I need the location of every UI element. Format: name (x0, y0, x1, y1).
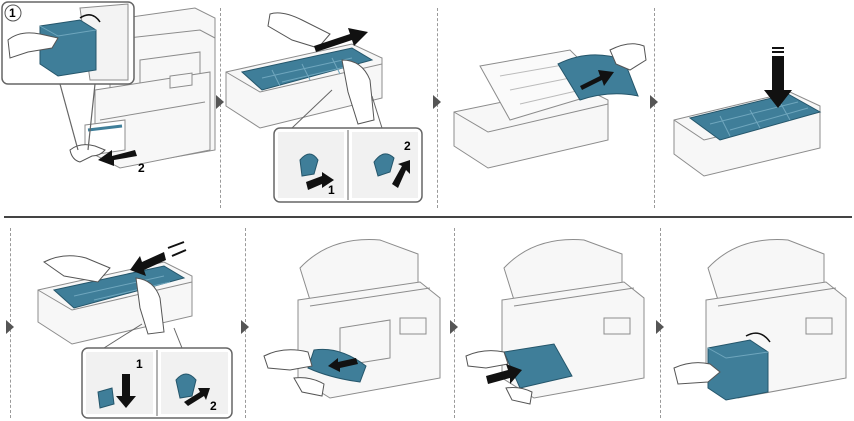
arrow-icon (392, 160, 410, 188)
arrow-icon (98, 150, 137, 166)
printer-icon (501, 239, 645, 399)
right-triangle-icon (650, 95, 658, 109)
arrow-icon (116, 374, 136, 408)
step-2-panel: 1 2 (225, 12, 423, 203)
step-number-1: 1 (9, 6, 16, 20)
arrow-icon (130, 252, 166, 276)
hand-icon (341, 59, 375, 125)
hand-icon (673, 362, 721, 385)
arrow-icon (314, 28, 368, 52)
right-triangle-icon (656, 320, 664, 334)
arrow-icon (486, 364, 522, 384)
step-number-2: 2 (404, 139, 411, 153)
step-number-1: 1 (328, 183, 335, 197)
step-7-panel (465, 239, 645, 405)
right-triangle-icon (433, 95, 441, 109)
hand-icon (135, 277, 165, 335)
arrow-icon (764, 56, 792, 108)
step-number-2: 2 (210, 399, 217, 413)
arrow-icon (580, 70, 614, 90)
right-triangle-icon (6, 320, 14, 334)
arrow-icon (306, 172, 334, 190)
toner-cartridge-icon (707, 339, 769, 401)
step-6-panel (263, 239, 441, 399)
cartridge-callout: 1 (1, 1, 135, 151)
step-1-panel: 2 1 (1, 1, 216, 175)
step-3-panel (453, 43, 647, 169)
hand-icon (69, 144, 106, 163)
hand-icon (609, 43, 647, 71)
hand-icon (465, 350, 509, 369)
right-triangle-icon (216, 95, 224, 109)
step-number-2: 2 (138, 161, 145, 175)
hand-icon (505, 387, 533, 405)
row-divider (4, 216, 852, 218)
step-4-panel (673, 47, 822, 177)
right-triangle-icon (241, 320, 249, 334)
paper-tray-icon (673, 91, 822, 177)
step-8-panel (673, 239, 847, 401)
hand-icon (293, 377, 325, 397)
hand-icon (263, 349, 313, 371)
hand-icon (267, 12, 331, 49)
arrow-icon (745, 332, 771, 343)
lock-callout: 1 2 (273, 89, 423, 203)
right-triangle-icon (450, 320, 458, 334)
step-number-1: 1 (136, 357, 143, 371)
lock-callout: 1 2 (81, 323, 233, 419)
step-5-panel: 1 2 (37, 241, 233, 419)
printer-icon (297, 239, 441, 399)
arrow-icon (184, 388, 210, 406)
arrow-icon (328, 358, 358, 372)
hand-icon (43, 255, 111, 283)
